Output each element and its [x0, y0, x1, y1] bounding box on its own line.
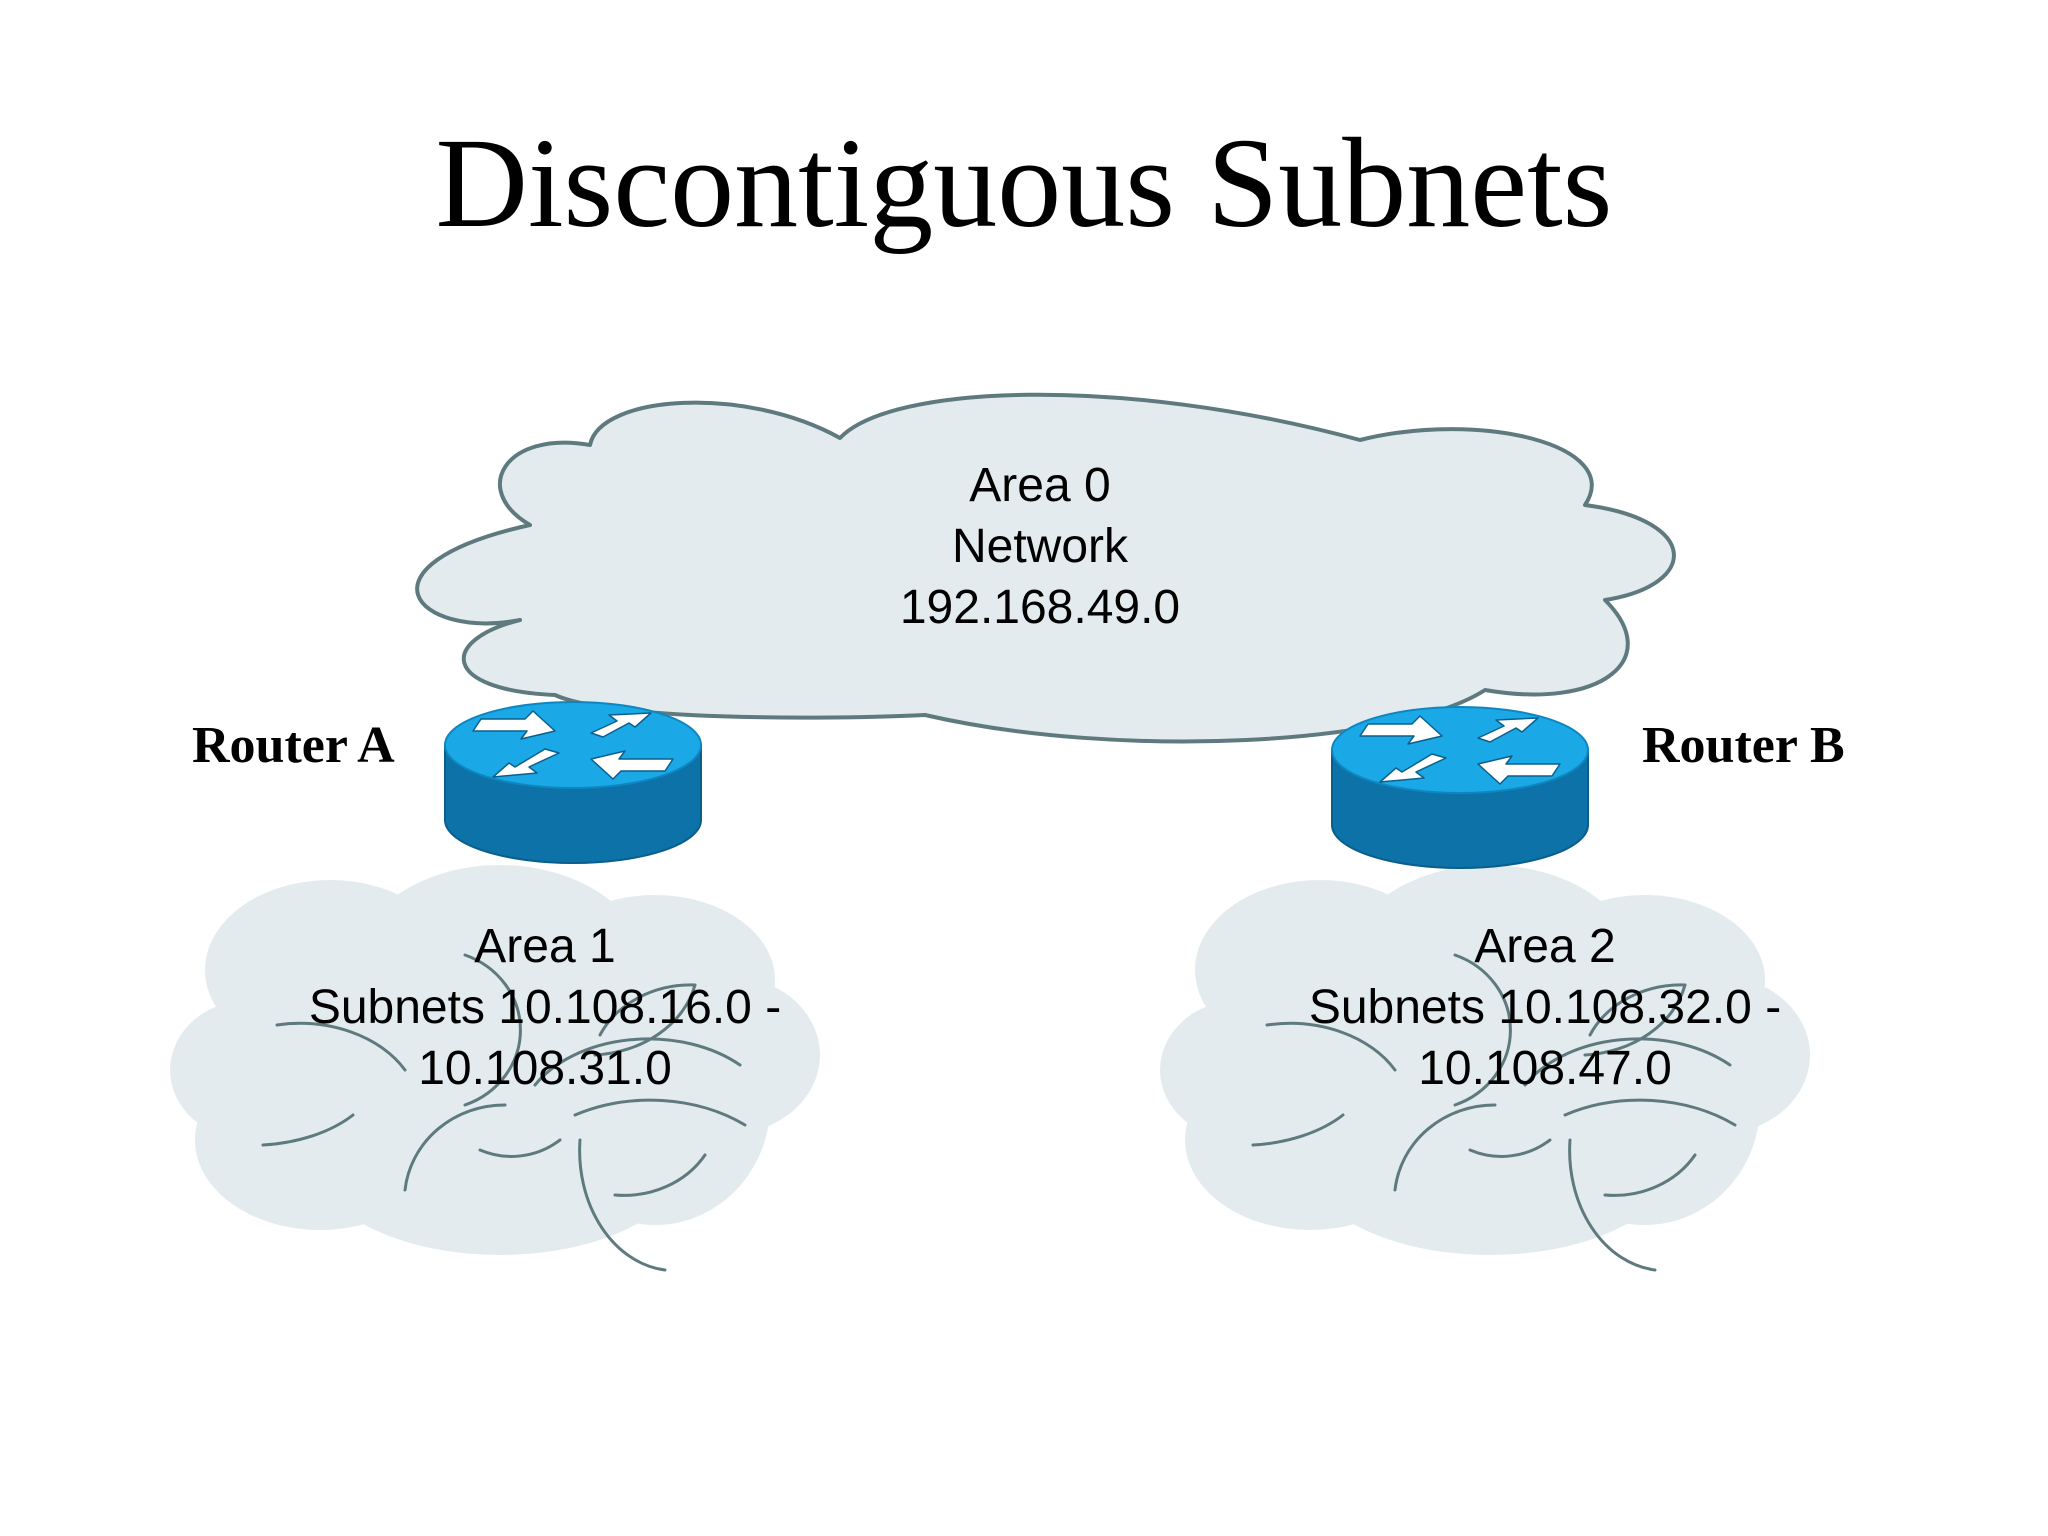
router-a-label: Router A [192, 716, 395, 776]
area-1-subnets: Subnets 10.108.16.0 - [245, 977, 845, 1038]
backbone-network-address: 192.168.49.0 [840, 577, 1240, 638]
area-2-name: Area 2 [1245, 916, 1845, 977]
area-2-label: Area 2 Subnets 10.108.32.0 - 10.108.47.0 [1245, 916, 1845, 1099]
area-1-label: Area 1 Subnets 10.108.16.0 - 10.108.31.0 [245, 916, 845, 1099]
backbone-area-name: Area 0 [840, 455, 1240, 516]
router-a-icon [445, 702, 701, 863]
area-2-subnets: Subnets 10.108.32.0 - [1245, 977, 1845, 1038]
area-1-subnet-end: 10.108.31.0 [245, 1038, 845, 1099]
backbone-network-label: Network [840, 516, 1240, 577]
area-1-name: Area 1 [245, 916, 845, 977]
router-b-label: Router B [1642, 716, 1845, 776]
router-b-icon [1332, 707, 1588, 868]
backbone-label: Area 0 Network 192.168.49.0 [840, 455, 1240, 638]
area-2-subnet-end: 10.108.47.0 [1245, 1038, 1845, 1099]
